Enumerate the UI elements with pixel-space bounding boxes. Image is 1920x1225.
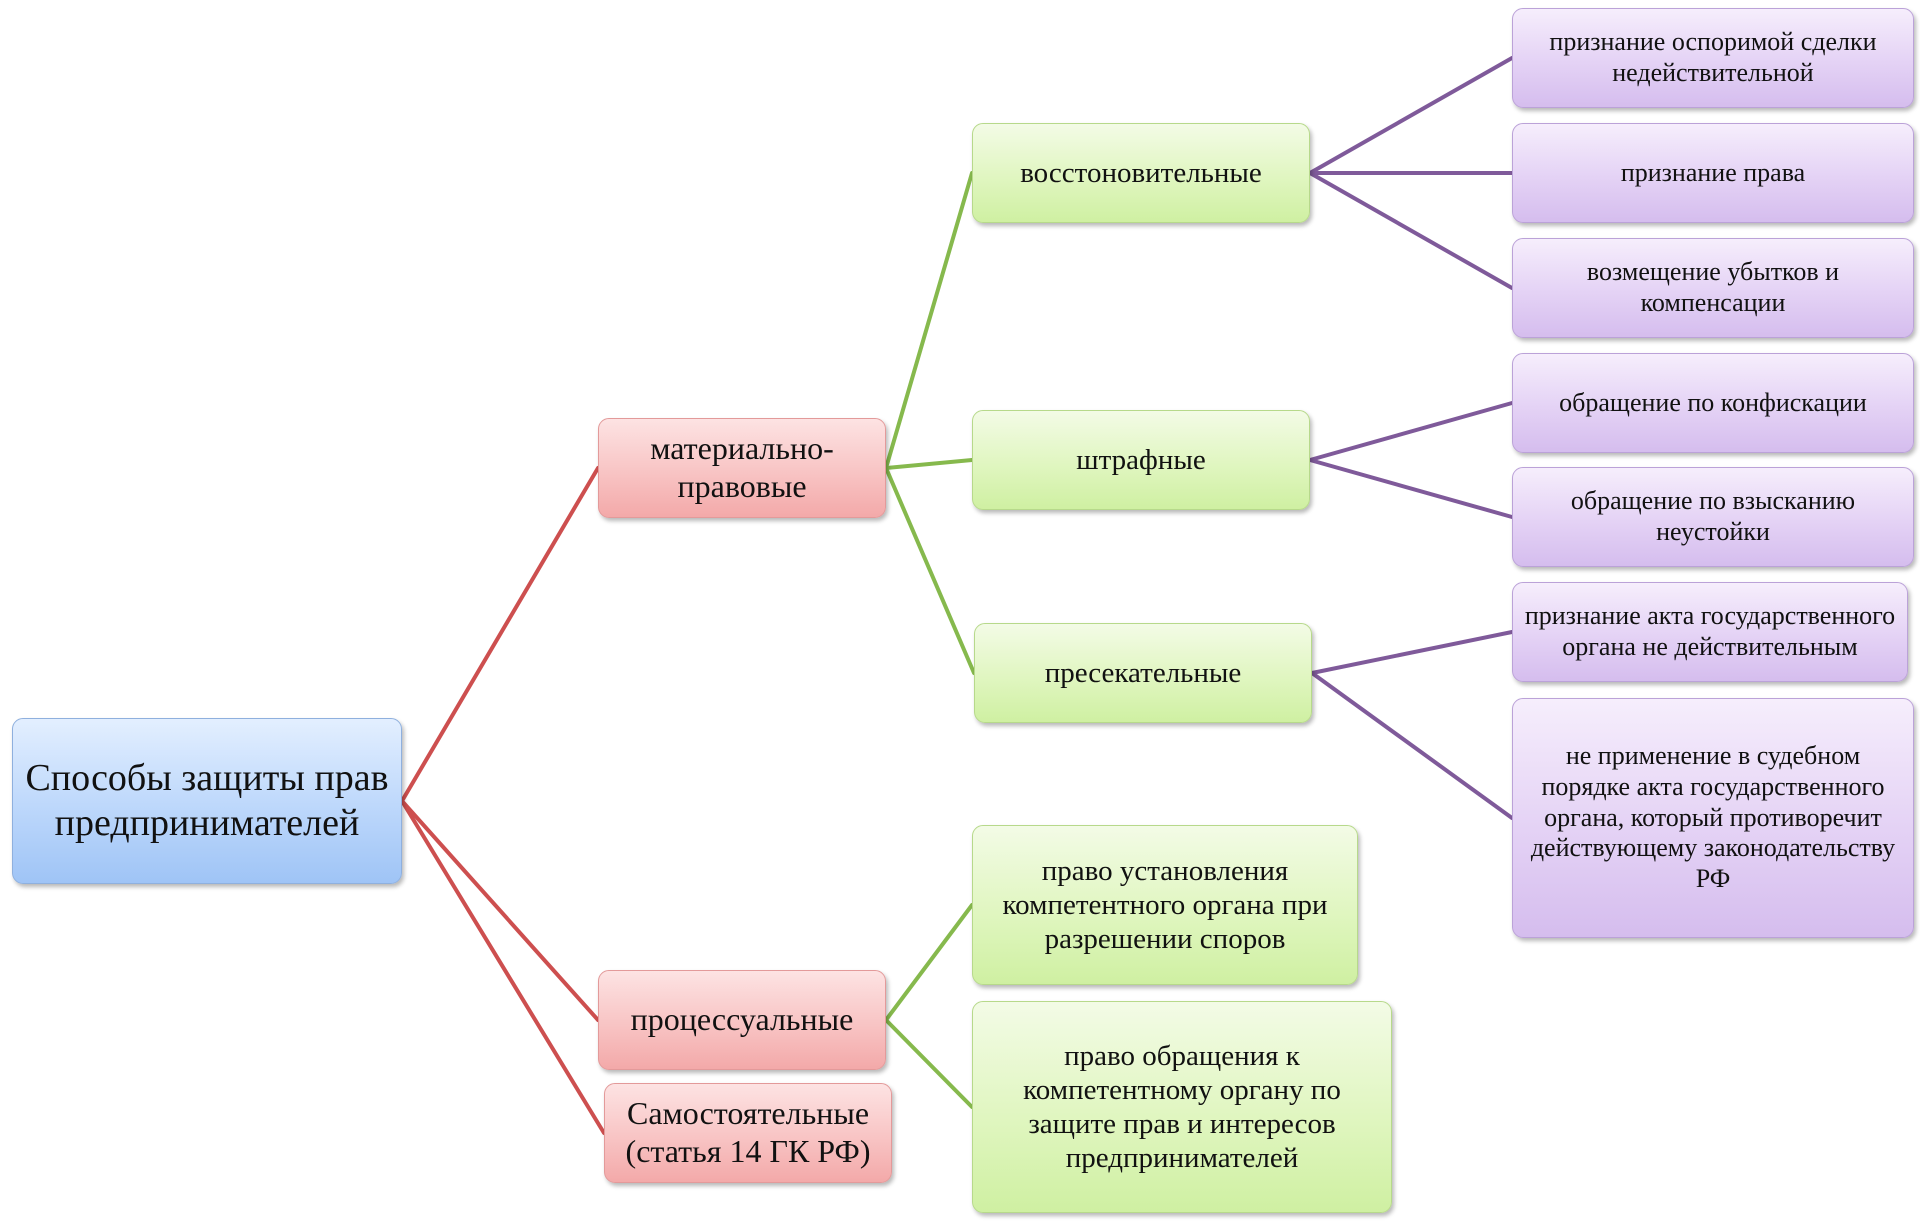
root-node: Способы защиты прав предпринимателей [12,718,402,884]
node-confiscation: обращение по конфискации [1512,353,1914,453]
edge-node-restorative-to-node-damages-compensation [1308,171,1514,290]
root-label: Способы защиты прав предпринимателей [25,757,389,844]
node-procedural-label: процессуальные [630,1001,854,1038]
node-penalty-recovery: обращение по взысканию неустойки [1512,467,1914,567]
node-material-legal-label: материально-правовые [650,430,834,504]
edge-node-material-legal-to-node-restorative [884,171,974,470]
node-damages-compensation: возмещение убытков и компенсации [1512,238,1914,338]
node-damages-compensation-label: возмещение убытков и компенсации [1586,257,1840,317]
edge-node-material-legal-to-node-preventive [884,466,976,675]
edge-root-node-to-node-independent [400,799,606,1135]
edge-node-preventive-to-node-act-invalid [1310,630,1514,675]
node-act-invalid: признание акта государственного органа н… [1512,582,1908,682]
node-competent-authority-label: право установления компетентного органа … [1002,854,1328,956]
node-recognition-of-right: признание права [1512,123,1914,223]
node-procedural: процессуальные [598,970,886,1070]
node-material-legal: материально-правовые [598,418,886,518]
node-non-application-act: не применение в судебном порядке акта го… [1512,698,1914,938]
edge-node-restorative-to-node-voidable-deal [1308,56,1514,175]
node-competent-authority: право установления компетентного органа … [972,825,1358,985]
node-preventive-label: пресекательные [1044,656,1242,689]
node-act-invalid-label: признание акта государственного органа н… [1524,601,1896,661]
node-penal: штрафные [972,410,1310,510]
node-appeal-authority-label: право обращения к компетентному органу п… [1023,1039,1341,1175]
node-recognition-of-right-label: признание права [1620,157,1806,187]
node-independent: Самостоятельные (статья 14 ГК РФ) [604,1083,892,1183]
node-independent-label: Самостоятельные (статья 14 ГК РФ) [625,1095,871,1169]
node-penalty-recovery-label: обращение по взысканию неустойки [1570,486,1856,546]
node-confiscation-label: обращение по конфискации [1559,387,1867,417]
edge-root-node-to-node-procedural [400,799,600,1022]
edge-node-material-legal-to-node-penal [884,458,974,470]
node-non-application-act-label: не применение в судебном порядке акта го… [1530,741,1896,893]
node-restorative: восстоновительные [972,123,1310,223]
node-voidable-deal-label: признание оспоримой сделки недействитель… [1549,27,1877,87]
edge-node-procedural-to-node-competent-authority [884,903,974,1022]
node-appeal-authority: право обращения к компетентному органу п… [972,1001,1392,1213]
node-penal-label: штрафные [1076,443,1206,476]
edge-node-preventive-to-node-non-application-act [1310,671,1514,820]
edge-root-node-to-node-material-legal [400,466,600,803]
edge-node-penal-to-node-penalty-recovery [1308,458,1514,519]
edge-node-procedural-to-node-appeal-authority [884,1018,974,1109]
node-restorative-label: восстоновительные [1020,156,1262,189]
node-preventive: пресекательные [974,623,1312,723]
edge-node-penal-to-node-confiscation [1308,401,1514,462]
node-voidable-deal: признание оспоримой сделки недействитель… [1512,8,1914,108]
